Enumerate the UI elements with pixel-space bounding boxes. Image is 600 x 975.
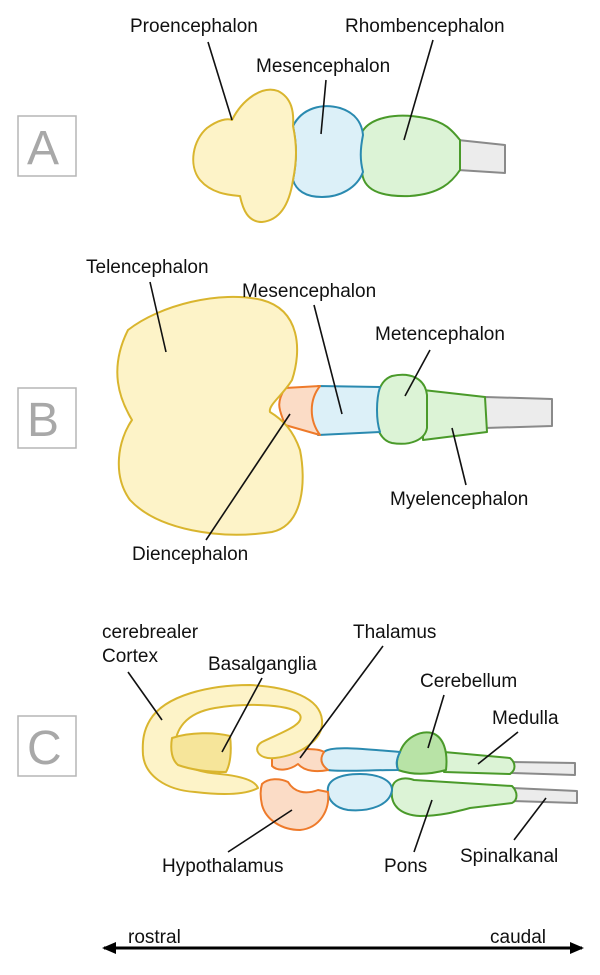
- c-label-thalamus: Thalamus: [353, 622, 436, 643]
- a-leader-proencephalon: [207, 41, 233, 121]
- rostral-caudal-axis: rostral caudal: [102, 927, 584, 954]
- panel-a-letter-box: [17, 115, 77, 177]
- c-cortex-shape: [141, 684, 324, 795]
- panel-a: A Proencephalon Mesencephalon Rhombencep…: [17, 16, 506, 223]
- b-diencephalon-shape: [278, 385, 321, 436]
- b-mesencephalon-shape: [310, 385, 381, 436]
- a-leader-rhombencephalon: [403, 39, 434, 141]
- b-label-metencephalon: Metencephalon: [375, 324, 505, 345]
- c-leader-thalamus: [299, 645, 384, 759]
- a-rhombencephalon-shape: [357, 114, 461, 198]
- c-leader-basalganglia: [221, 677, 263, 753]
- c-leader-pons: [413, 799, 433, 853]
- b-telencephalon-shape: [116, 295, 304, 536]
- c-leader-cerebellum: [427, 694, 445, 749]
- c-leader-spinalkanal: [513, 797, 547, 841]
- b-myelencephalon-shape: [422, 389, 488, 441]
- b-label-mesencephalon: Mesencephalon: [242, 281, 376, 302]
- panel-b-letter-box: [17, 387, 77, 449]
- a-mesencephalon-shape: [292, 105, 364, 198]
- c-leader-hypothalamus: [227, 809, 293, 853]
- panel-b: B Telencephalon Mesencephalon Metencepha…: [17, 257, 553, 565]
- c-label-cortex-line1: cerebrealer: [102, 622, 199, 643]
- c-leader-medulla: [477, 731, 519, 765]
- panel-b-letter: B: [27, 394, 59, 447]
- b-metencephalon-shape: [374, 373, 428, 445]
- a-leader-mesencephalon: [320, 79, 327, 135]
- b-label-telencephalon: Telencephalon: [86, 257, 209, 278]
- b-leader-diencephalon: [205, 413, 291, 541]
- c-label-spinalkanal: Spinalkanal: [460, 846, 558, 867]
- panel-c: C cerebrealer Cortex Basalganglia Thalam…: [17, 622, 578, 877]
- b-leader-telencephalon: [149, 281, 167, 353]
- panel-c-letter: C: [27, 722, 62, 775]
- a-label-rhombencephalon: Rhombencephalon: [345, 16, 505, 37]
- a-label-proencephalon: Proencephalon: [130, 16, 258, 37]
- a-proencephalon-shape: [192, 88, 297, 223]
- b-leader-myelencephalon: [451, 427, 467, 486]
- b-leader-metencephalon: [404, 349, 431, 397]
- panel-a-letter: A: [27, 122, 59, 175]
- c-spinal-upper: [511, 761, 576, 776]
- c-cerebellum-shape: [395, 731, 448, 775]
- axis-label-rostral: rostral: [128, 927, 181, 948]
- c-hypothalamus-shape: [259, 778, 330, 831]
- c-label-hypothalamus: Hypothalamus: [162, 856, 283, 877]
- a-label-mesencephalon: Mesencephalon: [256, 56, 390, 77]
- c-pons-shape: [390, 777, 518, 817]
- c-label-pons: Pons: [384, 856, 427, 877]
- b-label-diencephalon: Diencephalon: [132, 544, 248, 565]
- b-label-myelencephalon: Myelencephalon: [390, 489, 528, 510]
- a-spinal-cord: [457, 139, 506, 174]
- axis-label-caudal: caudal: [490, 927, 546, 948]
- c-label-basalganglia: Basalganglia: [208, 654, 317, 675]
- b-spinal-cord: [484, 396, 553, 429]
- c-label-cortex-line2: Cortex: [102, 646, 158, 667]
- c-mesencephalon-upper: [320, 747, 401, 772]
- c-mesencephalon-lower: [326, 773, 393, 812]
- panel-c-letter-box: [17, 715, 77, 777]
- c-label-medulla: Medulla: [492, 708, 559, 729]
- c-label-cerebellum: Cerebellum: [420, 671, 517, 692]
- b-leader-mesencephalon: [313, 304, 343, 415]
- c-basalganglia-shape: [170, 732, 232, 773]
- c-leader-cortex: [127, 671, 163, 721]
